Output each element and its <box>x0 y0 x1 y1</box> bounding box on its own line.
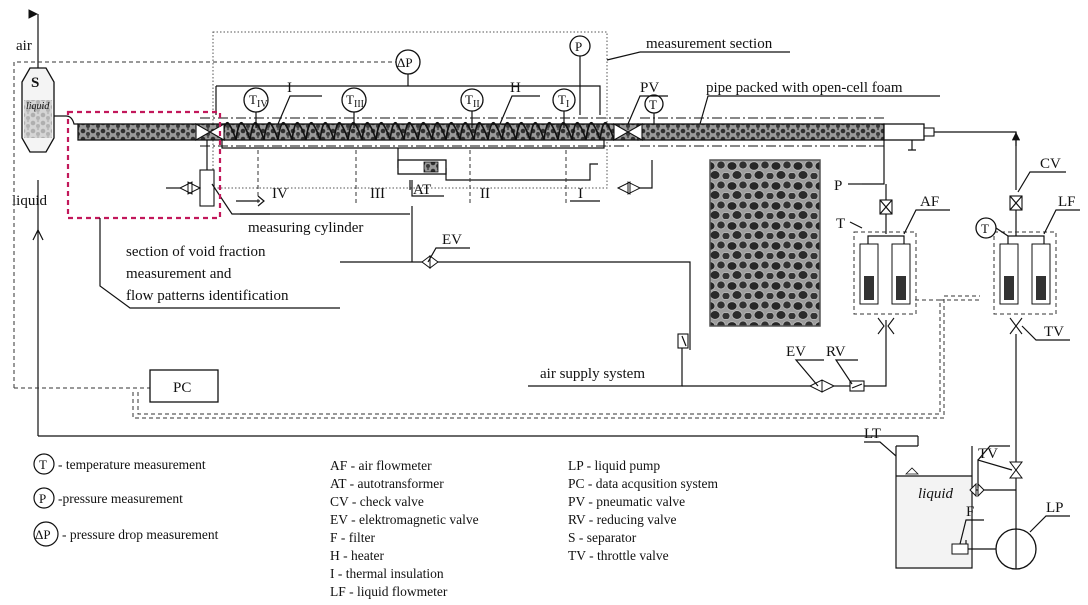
legend-item: LF - liquid flowmeter <box>330 584 448 599</box>
section-iv-label: IV <box>272 186 288 202</box>
pc-box <box>149 369 219 403</box>
section-ii-label: II <box>480 186 490 202</box>
legend-abbreviations-col1: AF - air flowmeter AT - autotransformer … <box>330 458 479 599</box>
legend-item: CV - check valve <box>330 494 424 509</box>
lp-label: LP <box>1046 500 1064 516</box>
t-iii-label: T <box>346 92 354 107</box>
tv-right-label: TV <box>1044 324 1064 340</box>
probe-t-iv <box>243 87 269 128</box>
t-right-label: T <box>836 216 845 232</box>
section-i-label: I <box>578 186 583 202</box>
liquid-loop <box>934 131 1057 540</box>
legend-item: AF - air flowmeter <box>330 458 432 473</box>
lf-label: LF <box>1058 194 1076 210</box>
t-i-sub: I <box>566 99 569 110</box>
separator-label: S <box>31 75 39 91</box>
section-dividers <box>236 150 600 207</box>
legend-text-t: - temperature measurement <box>58 457 206 472</box>
legend-item: S - separator <box>568 530 637 545</box>
insulation-label: I <box>287 80 292 96</box>
heater-circuit <box>221 140 605 181</box>
t-iv-sub: IV <box>257 99 268 110</box>
probe-t-ii <box>460 88 484 128</box>
pressure-gauge <box>569 35 591 115</box>
liquid-tank <box>895 445 1037 570</box>
legend-symbol-p: P <box>39 491 46 506</box>
foam-pipe-label: pipe packed with open-cell foam <box>706 80 903 96</box>
af-label: AF <box>920 194 939 210</box>
legend-item: LP - liquid pump <box>568 458 660 473</box>
separator <box>21 67 55 153</box>
test-pipe <box>77 117 935 151</box>
t-iv-label: T <box>249 92 257 107</box>
liquid-side-label: liquid <box>12 193 48 209</box>
void-fraction-label-1: section of void fraction <box>126 244 266 260</box>
air-supply-lines <box>240 206 887 393</box>
t-outlet-label: T <box>649 97 657 112</box>
section-iii-label: III <box>370 186 385 202</box>
legend-item: F - filter <box>330 530 375 545</box>
void-fraction-label-2: measurement and <box>126 266 232 282</box>
void-fraction-region <box>66 110 222 220</box>
legend-abbreviations-col2: LP - liquid pump PC - data acqusition sy… <box>568 458 718 563</box>
legend-item: H - heater <box>330 548 384 563</box>
f-label: F <box>966 504 974 520</box>
t-i-label: T <box>558 92 566 107</box>
air-flowmeter <box>853 140 917 335</box>
legend-text-p: -pressure measurement <box>58 491 183 506</box>
legend-item: AT - autotransformer <box>330 476 444 491</box>
liquid-tank-label: liquid <box>918 486 954 502</box>
legend-symbol-t: T <box>39 457 47 472</box>
legend-item: RV - reducing valve <box>568 512 677 527</box>
rv-label: RV <box>826 344 846 360</box>
void-fraction-label-3: flow patterns identification <box>126 288 289 304</box>
air-label: air <box>16 38 32 54</box>
p-right-label: P <box>834 178 842 194</box>
ev-top-label: EV <box>442 232 462 248</box>
air-supply-label: air supply system <box>540 366 645 382</box>
at-label: AT <box>413 182 431 198</box>
p-label: P <box>575 39 582 54</box>
lt-label: LT <box>864 426 881 442</box>
heater-label: H <box>510 80 521 96</box>
measurement-section-label: measurement section <box>646 36 773 52</box>
measuring-cylinder-label: measuring cylinder <box>248 220 363 236</box>
t-iii-sub: III <box>354 99 364 110</box>
measuring-cylinder <box>166 140 653 215</box>
probe-t-i <box>552 88 576 128</box>
dp-label: ΔP <box>397 55 413 70</box>
pc-label: PC <box>173 380 191 396</box>
legend-item: I - thermal insulation <box>330 566 444 581</box>
legend-symbols <box>33 453 59 547</box>
cv-label: CV <box>1040 156 1061 172</box>
pressure-drop-gauge <box>215 49 601 115</box>
separator-liquid-label: liquid <box>26 101 50 112</box>
foam-sample-image <box>709 159 821 327</box>
tv-bottom-label: TV <box>978 446 998 462</box>
signal-lines <box>13 61 980 419</box>
legend-item: PC - data acqusition system <box>568 476 718 491</box>
legend-text-dp: - pressure drop measurement <box>62 527 219 542</box>
ev-bottom-label: EV <box>786 344 806 360</box>
legend-item: EV - elektromagnetic valve <box>330 512 479 527</box>
legend-item: PV - pneumatic valve <box>568 494 685 509</box>
probe-t-iii <box>341 87 367 128</box>
legend-symbol-dp: ΔP <box>35 527 51 542</box>
t-ii-label: T <box>465 92 473 107</box>
t-ii-sub: II <box>473 99 480 110</box>
legend-item: TV - throttle valve <box>568 548 669 563</box>
pv-label: PV <box>640 80 659 96</box>
t-circle-right-label: T <box>981 221 989 236</box>
